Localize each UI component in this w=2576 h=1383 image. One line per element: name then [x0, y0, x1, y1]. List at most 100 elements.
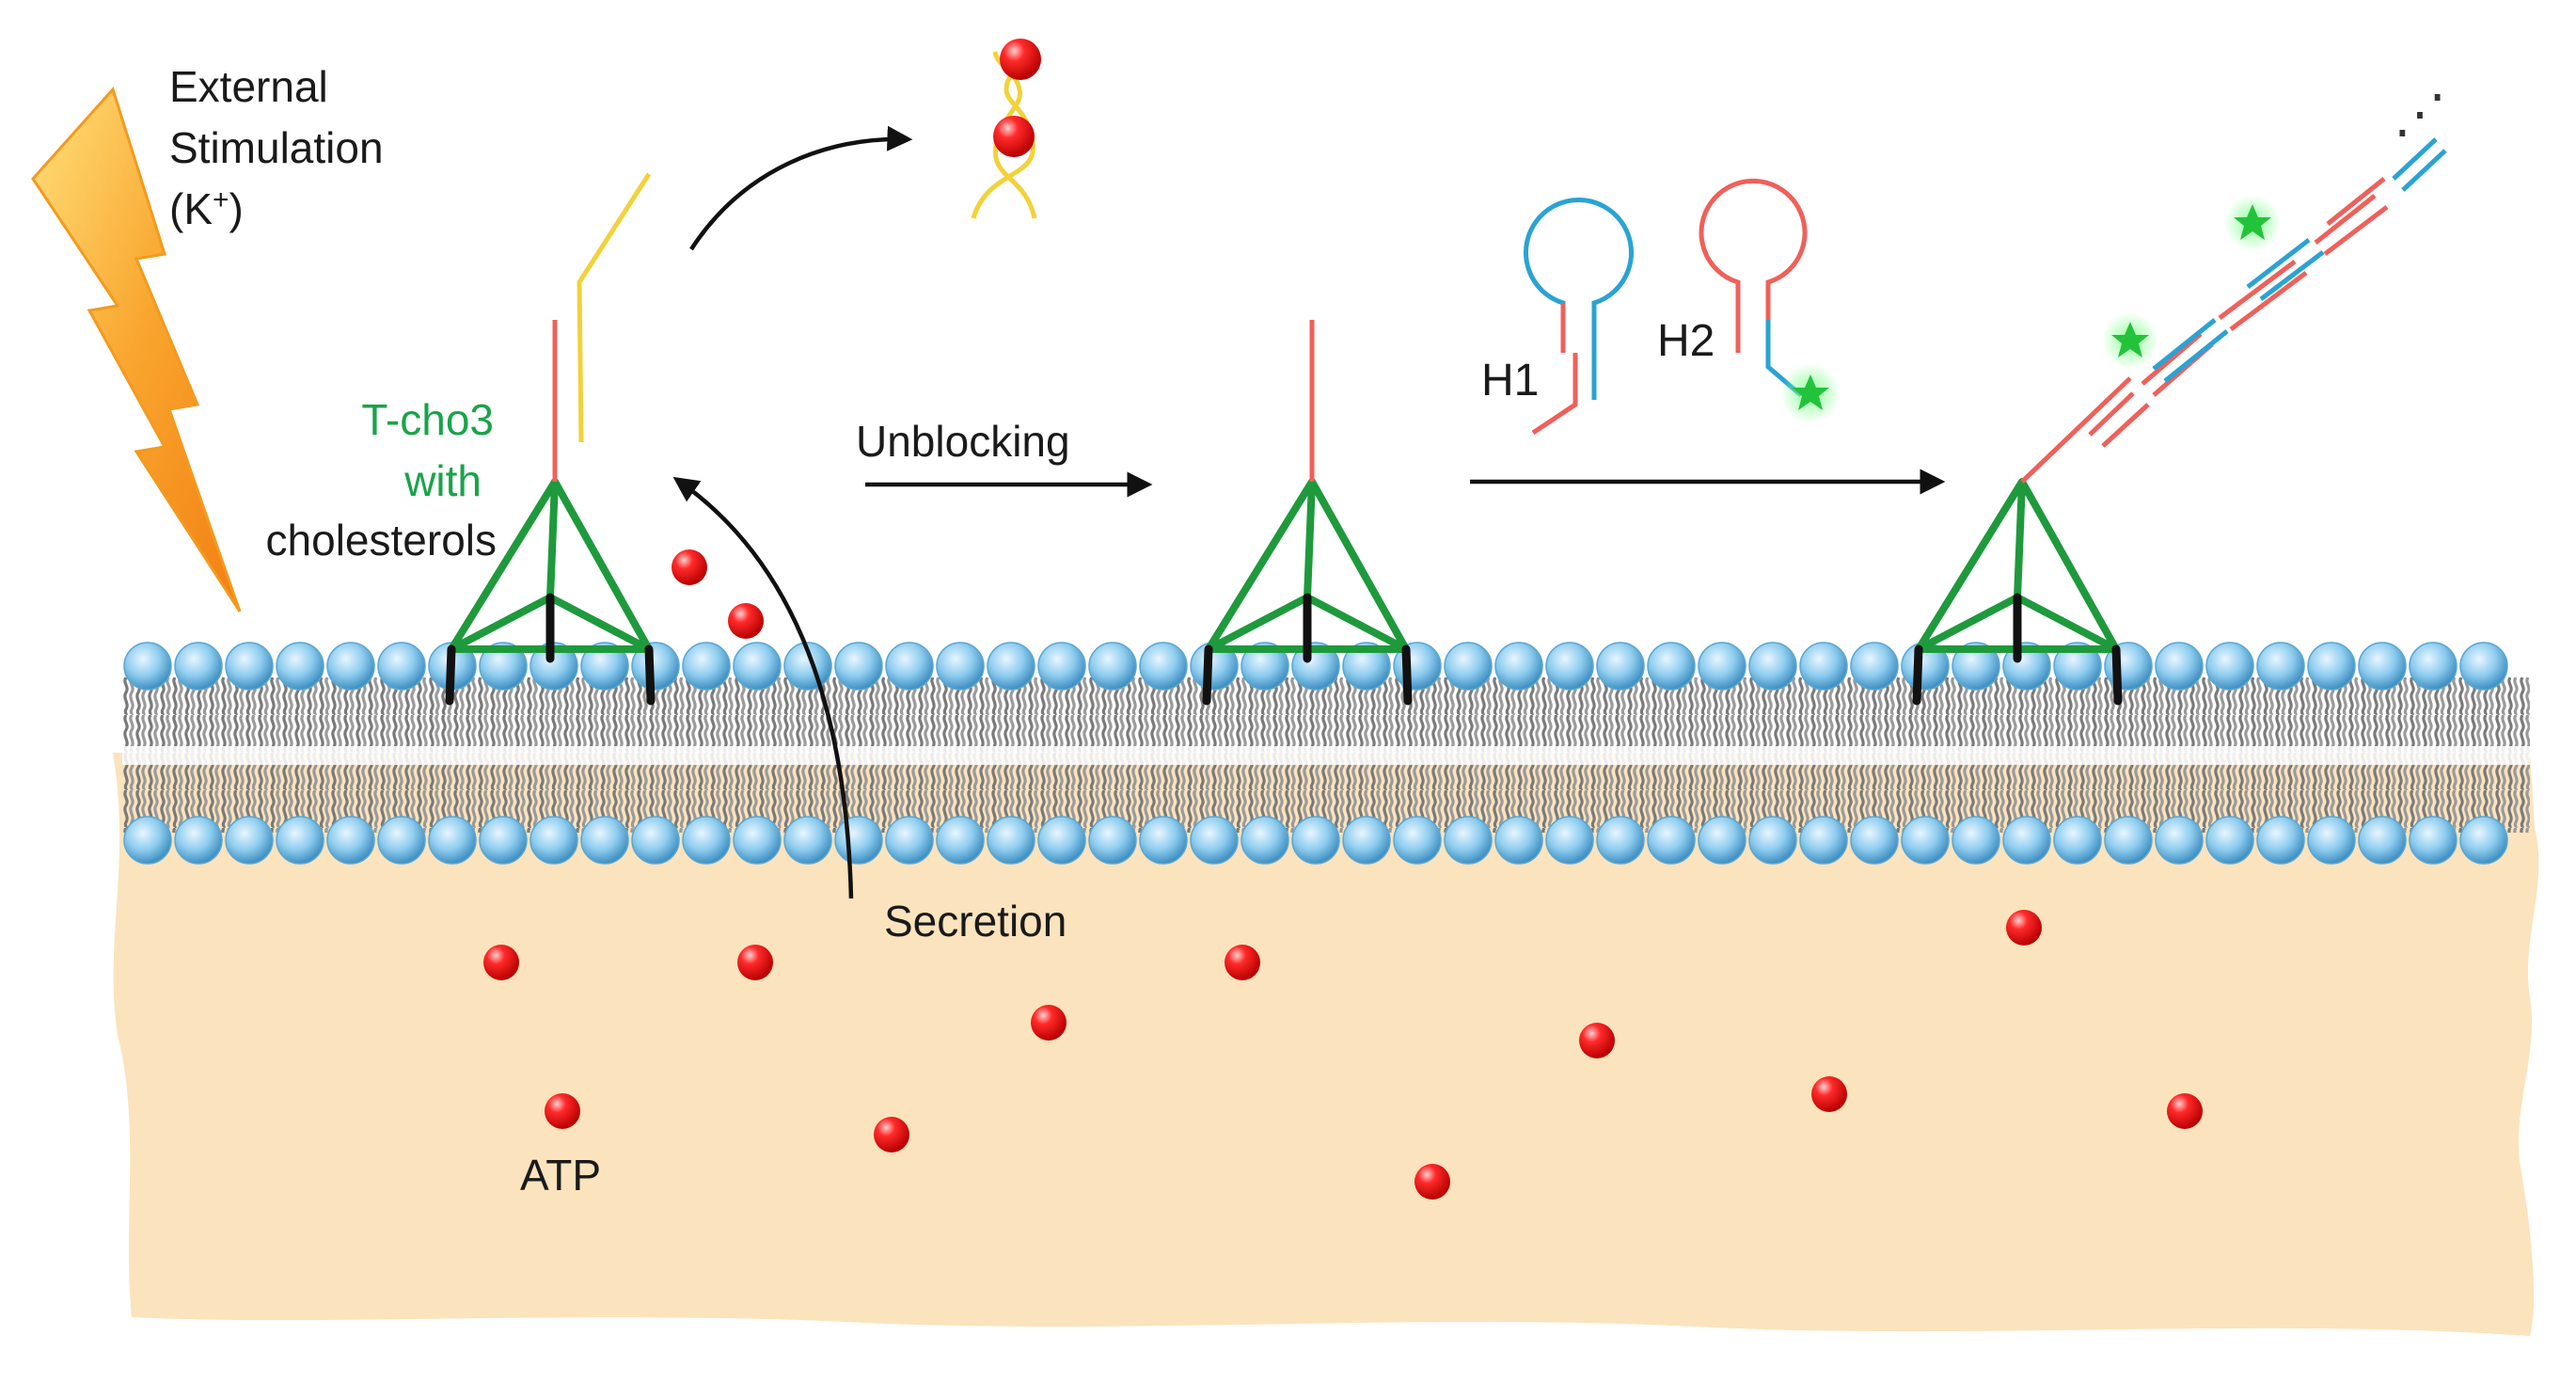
lipid-head — [936, 816, 985, 865]
lipid-head — [2002, 816, 2051, 865]
lipid-head — [2358, 642, 2407, 691]
lipid-head — [225, 642, 274, 691]
lipid-head — [1444, 816, 1493, 865]
lipid-head — [1088, 816, 1137, 865]
lipid-head — [1748, 642, 1797, 691]
lipid-head — [631, 642, 680, 691]
lipid-head — [428, 816, 477, 865]
lightning-icon — [31, 87, 242, 612]
lipid-head — [479, 816, 528, 865]
lipid-head — [1139, 816, 1188, 865]
lipid-head — [2155, 642, 2204, 691]
lipid-head — [1952, 816, 2000, 865]
lipid-head — [885, 816, 934, 865]
atp-aptamer-complex — [971, 39, 1041, 219]
lipid-head — [1342, 816, 1391, 865]
lipid-head — [1545, 816, 1594, 865]
atp-molecule-icon — [1031, 1005, 1067, 1041]
lipid-head — [123, 816, 172, 865]
fluorophore-star-icon — [2224, 195, 2281, 251]
lipid-head — [987, 816, 1035, 865]
lipid-head — [1139, 642, 1188, 691]
lipid-head — [1799, 642, 1848, 691]
fluorophore-star-icon — [2102, 312, 2158, 369]
lipid-head — [1444, 642, 1493, 691]
lipid-head — [580, 642, 629, 691]
lipid-head — [377, 816, 426, 865]
probe-label-line2: with — [403, 456, 482, 505]
dna-tetrahedron-1 — [445, 172, 656, 706]
lipid-head — [2459, 642, 2508, 691]
atp-molecule-icon — [1811, 1076, 1847, 1112]
atp-molecule-icon — [1579, 1023, 1615, 1058]
lipid-head — [276, 816, 324, 865]
lipid-head — [834, 816, 883, 865]
probe-label-line3: cholesterols — [266, 516, 497, 564]
unblocking-label: Unblocking — [856, 417, 1070, 466]
lipid-head — [987, 642, 1035, 691]
lipid-heads-inner — [123, 816, 2508, 865]
dna-tetrahedron-3 — [1912, 137, 2447, 706]
lipid-head — [2155, 816, 2204, 865]
lipid-head — [2205, 642, 2254, 691]
lipid-head — [529, 816, 578, 865]
lipid-head — [631, 816, 680, 865]
lipid-head — [123, 642, 172, 691]
lipid-head — [479, 642, 528, 691]
lipid-head — [733, 642, 782, 691]
hairpin-h1-label: H1 — [1481, 356, 1539, 405]
atp-molecule-icon — [737, 945, 773, 980]
release-arrow — [689, 125, 913, 251]
lipid-head — [1037, 642, 1086, 691]
lipid-head — [2256, 642, 2305, 691]
atp-molecule-icon — [728, 603, 764, 639]
fluorophore-star-icon — [1780, 363, 1841, 423]
lipid-bilayer-tails — [122, 677, 2530, 833]
lipid-head — [2104, 816, 2153, 865]
dna-tetrahedron-2 — [1202, 320, 1413, 706]
cytoplasm-region — [113, 753, 2539, 1336]
atp-molecule-icon — [483, 945, 519, 980]
lipid-head — [1545, 642, 1594, 691]
lipid-head — [1850, 816, 1899, 865]
lipid-head — [1037, 816, 1086, 865]
lipid-head — [2459, 816, 2508, 865]
lipid-head — [2053, 816, 2102, 865]
lipid-head — [225, 816, 274, 865]
lipid-head — [1647, 816, 1696, 865]
probe-label-line1: T-cho3 — [361, 395, 494, 444]
lipid-head — [1952, 642, 2000, 691]
lipid-head — [1698, 642, 1746, 691]
lipid-head — [2307, 816, 2356, 865]
lipid-head — [936, 642, 985, 691]
lipid-head — [1901, 816, 1950, 865]
atp-molecule-icon — [545, 1093, 580, 1129]
hairpin-h2-label: H2 — [1657, 316, 1715, 366]
lipid-head — [1596, 816, 1645, 865]
lipid-head — [1342, 642, 1391, 691]
lipid-head — [174, 642, 223, 691]
atp-molecule-icon — [2167, 1093, 2203, 1129]
lipid-head — [2409, 816, 2457, 865]
lipid-head — [580, 816, 629, 865]
lipid-head — [1596, 642, 1645, 691]
lipid-head — [276, 642, 324, 691]
lipid-head — [1190, 816, 1239, 865]
lipid-head — [1647, 642, 1696, 691]
secretion-label: Secretion — [884, 897, 1067, 946]
lipid-head — [2053, 642, 2102, 691]
lipid-head — [834, 642, 883, 691]
lipid-head — [1799, 816, 1848, 865]
lipid-head — [1494, 642, 1543, 691]
lipid-head — [733, 816, 782, 865]
stimulation-label-line3: (K+) — [169, 184, 244, 233]
lipid-head — [1393, 816, 1442, 865]
atp-molecule-icon — [1414, 1164, 1450, 1200]
hairpin-icon — [1699, 178, 1808, 397]
ellipsis-dots: ⋰ — [2394, 84, 2446, 143]
lipid-head — [2307, 642, 2356, 691]
lipid-head — [1241, 816, 1289, 865]
lipid-head — [326, 816, 375, 865]
lipid-head — [682, 816, 731, 865]
